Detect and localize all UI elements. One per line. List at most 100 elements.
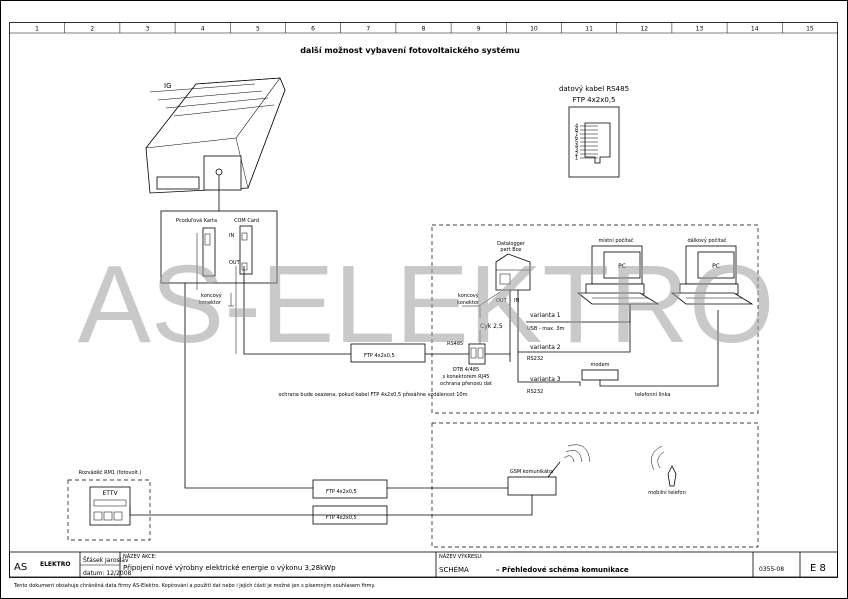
grid-number: 10 <box>530 26 538 33</box>
pc-local-screen: PC <box>618 263 626 270</box>
schema-name: – Přehledové schéma komunikace <box>496 566 629 574</box>
dtb-label-2: s konektorem RJ45 <box>443 374 490 380</box>
ettv-to-gsm-line <box>130 495 533 516</box>
variant3-label: varianta 3 <box>530 376 561 383</box>
schema-word: SCHÉMA <box>439 565 469 574</box>
pc-remote-screen: PC <box>712 263 720 270</box>
drawing-number: 0355-08 <box>759 566 784 573</box>
dtb-label-1: DTB 4/485 <box>453 367 479 373</box>
project-label: NÁZEV AKCE: <box>123 553 157 560</box>
ftp-label-1: FTP 4x2x0,5 <box>364 353 395 359</box>
rj45-pin-label: 3 <box>575 148 578 154</box>
modem-box <box>581 369 619 381</box>
dl-variant3-line <box>517 290 581 386</box>
grid-number: 8 <box>422 26 426 33</box>
gsm-box <box>507 476 557 496</box>
panel-title: Rozváděč RM1 (fotovolt.) <box>79 469 142 476</box>
drawing-title: další možnost vybavení fotovoltaického s… <box>300 45 520 55</box>
grid-number: 7 <box>366 26 370 33</box>
pc-local-label: místní počítač <box>598 237 633 244</box>
rj45-pin-label: 1 <box>575 156 578 162</box>
dl-out-label: OUT <box>496 298 508 304</box>
grid-number: 2 <box>90 26 94 33</box>
gsm-wave-2 <box>565 450 583 463</box>
gsm-antenna <box>547 461 561 478</box>
ftp-label-2: FTP 4x2x0,5 <box>326 489 357 495</box>
ettv-terminal-2 <box>103 511 113 521</box>
datalogger: Datalogger pert Box OUT IN <box>495 241 531 304</box>
gsm-wave-3 <box>567 444 591 463</box>
watermark: AS-ELEKTRO <box>78 243 775 366</box>
mobile-phone: mobilní telefon <box>648 445 686 496</box>
dl-in-label: IN <box>514 298 519 304</box>
phone-line <box>599 310 719 387</box>
gsm-label: GSM komunikátor <box>510 468 555 475</box>
sheet-number: E 8 <box>810 563 826 574</box>
dl-end-connector-2: konektor <box>457 300 480 306</box>
grid-number: 13 <box>696 26 704 33</box>
grid-number: 12 <box>640 26 648 33</box>
com-card-label: COM Card <box>234 218 259 224</box>
dtb-label-4: ochrana bude osazena, pokud kabel FTP 4x… <box>279 391 468 398</box>
ettv-terminal-1 <box>93 511 103 521</box>
rs485-cable-type: FTP 4x2x0,5 <box>573 96 616 104</box>
grid-number: 14 <box>751 26 759 33</box>
datalogger-label-1: Datalogger <box>497 241 526 247</box>
ftp-label-3: FTP 4x2x0,5 <box>326 515 357 521</box>
variant1-label: varianta 1 <box>530 312 561 319</box>
grid-number: 3 <box>146 26 150 33</box>
rs232b-label: RS232 <box>527 389 543 395</box>
pc-remote-label: dálkový počítač <box>687 237 726 244</box>
rj45-pin-label: 6 <box>575 136 578 142</box>
grid-number: 11 <box>585 26 593 33</box>
dl-end-connector-leader <box>478 291 501 307</box>
logo-as: AS <box>14 562 27 573</box>
variant2-line <box>518 300 631 353</box>
pc-local: místní počítač PC <box>576 237 660 305</box>
pc-region-frame <box>431 224 759 414</box>
rs485-label: RS485 <box>447 341 463 347</box>
logo-elektro: ELEKTRO <box>40 561 70 568</box>
modem-label: modem <box>590 362 609 368</box>
usb-label: USB - max. 3m <box>527 326 565 332</box>
cyk-label: Cyk 2,5 <box>480 323 503 330</box>
inner-frame <box>9 22 838 578</box>
pc-remote: dálkový počítač PC <box>670 237 754 305</box>
grid-number: 6 <box>311 26 315 33</box>
end-connector-label-1: koncový <box>201 292 222 299</box>
ftp-box-1 <box>350 343 426 363</box>
rs232a-label: RS232 <box>527 356 543 362</box>
variant2-label: varianta 2 <box>530 344 561 351</box>
rj45-pin-label: 4 <box>575 124 578 130</box>
gsm-region-frame <box>431 422 759 548</box>
grid-number: 15 <box>806 26 814 33</box>
dtb-label-3: ochrana přenosu dat <box>440 380 492 387</box>
rs485-cable-title: datový kabel RS485 <box>559 85 629 93</box>
rj45-pin-label: 4 <box>575 144 578 150</box>
rj45-pin-label: 8 <box>575 128 578 134</box>
end-connector-label-2: konektor <box>199 300 222 306</box>
footer-note: Tento dokument obsahuje chráněná data fi… <box>13 582 376 589</box>
com-in-label: IN <box>229 233 234 239</box>
panel-frame <box>67 479 151 541</box>
grid-number: 4 <box>201 26 205 33</box>
mobile-label: mobilní telefon <box>648 489 686 496</box>
com-to-gsm-line <box>184 283 508 489</box>
title-block: AS ELEKTRO Šťásek Jaroslav datum: 12/200… <box>9 551 838 578</box>
dtb-port-left <box>470 347 477 359</box>
ig-inverter: IG <box>145 77 286 194</box>
plug-card-box: Pcoduľová Karta COM Card IN OUT <box>160 210 278 290</box>
project-name: Připojení nové výrobny elektrické energi… <box>123 564 336 572</box>
dl-end-connector-1: koncový <box>458 292 479 299</box>
drawing-label: NÁZEV VÝKRESU: <box>439 553 483 560</box>
grid-number: 5 <box>256 26 260 33</box>
author: Šťásek Jaroslav <box>83 557 129 564</box>
rj45-pin-label: 5 <box>575 140 578 146</box>
ig-label: IG <box>164 82 172 90</box>
ftp-box-2 <box>312 479 388 499</box>
grid-number: 1 <box>35 26 39 33</box>
com-out-label: OUT <box>229 260 241 266</box>
